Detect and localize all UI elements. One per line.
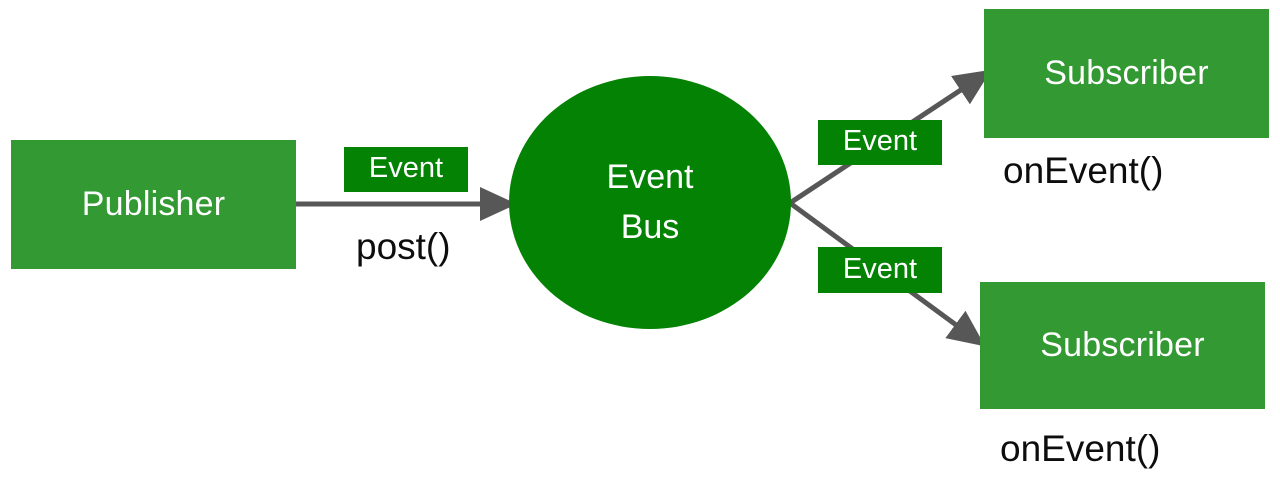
on-event-top-caption: onEvent() <box>1003 150 1164 191</box>
event-bus-label: Event Bus <box>607 153 694 252</box>
event-bus-label-line1: Event <box>606 158 694 197</box>
post-caption: post() <box>356 226 451 267</box>
event-bus-label-line2: Bus <box>620 207 680 246</box>
subscriber-bottom-node[interactable]: Subscriber <box>980 282 1265 409</box>
event-badge-bottom-label: Event <box>842 252 918 285</box>
publisher-label: Publisher <box>81 184 226 223</box>
subscriber-top-label: Subscriber <box>1044 53 1209 92</box>
publisher-node[interactable]: Publisher <box>11 140 296 269</box>
event-badge-bottom[interactable]: Event <box>818 247 942 293</box>
on-event-bottom-caption: onEvent() <box>1000 428 1161 469</box>
event-bus-node[interactable]: Event Bus <box>509 76 791 329</box>
event-badge-top-label: Event <box>842 125 918 157</box>
subscriber-top-node[interactable]: Subscriber <box>984 9 1269 138</box>
event-badge-top[interactable]: Event <box>818 120 942 165</box>
subscriber-bottom-label: Subscriber <box>1040 325 1205 364</box>
event-badge-publish-label: Event <box>368 152 444 184</box>
event-badge-publish[interactable]: Event <box>344 147 468 192</box>
